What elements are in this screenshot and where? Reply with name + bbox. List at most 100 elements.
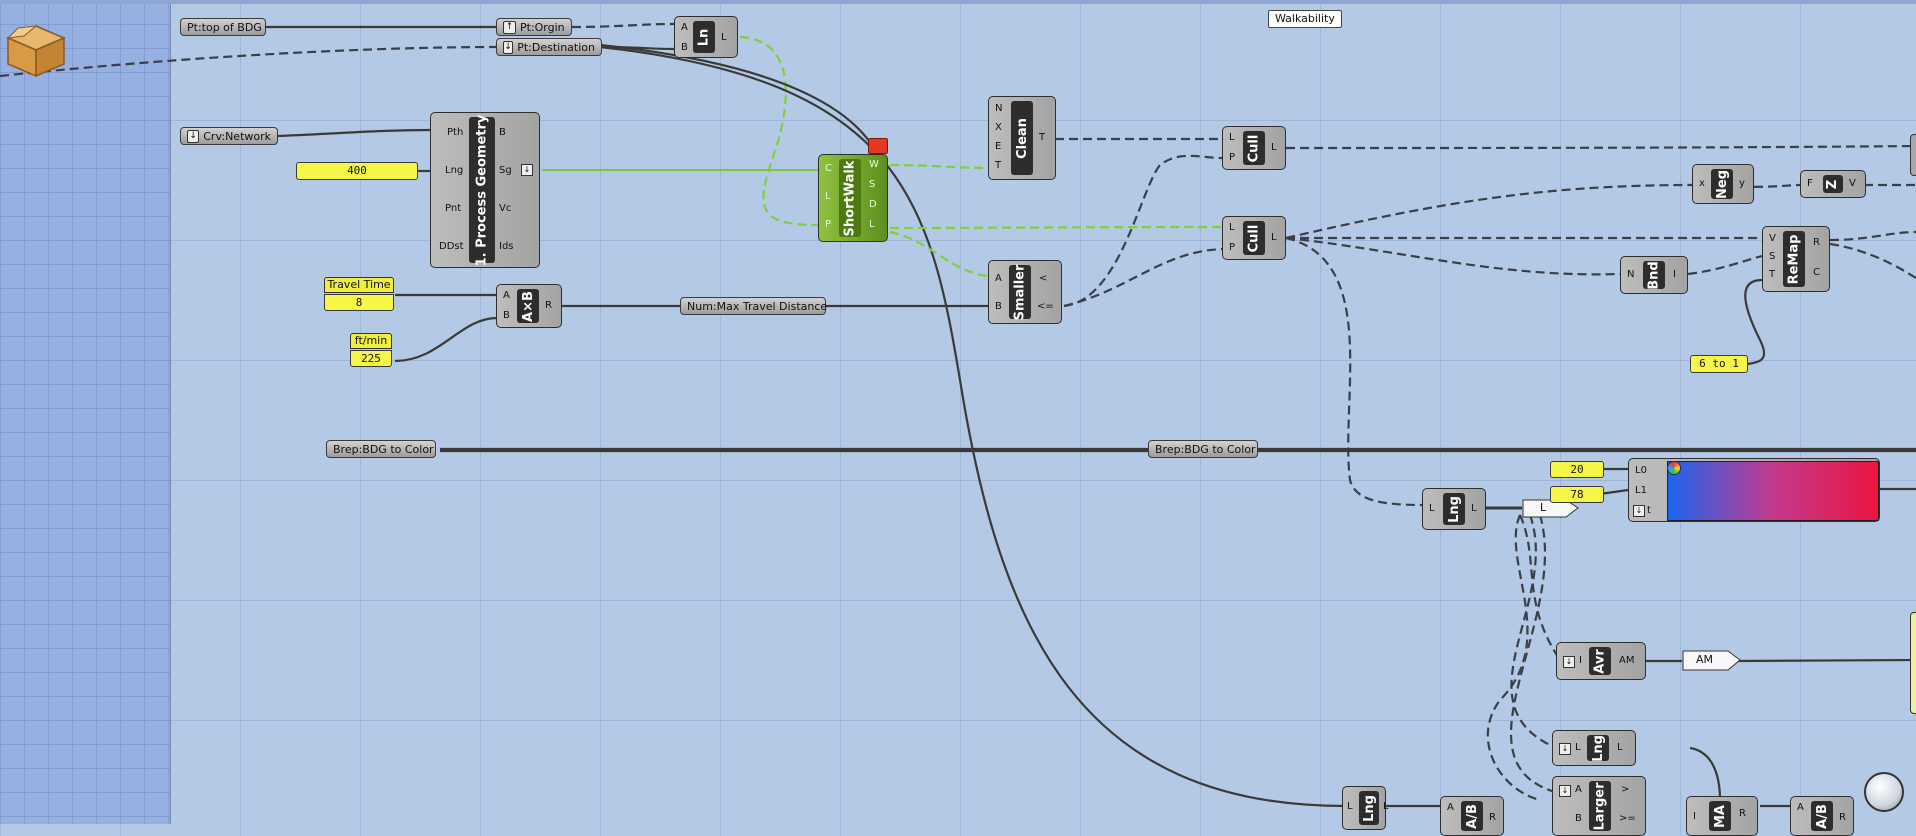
output-vc: Vc: [499, 203, 512, 214]
component-name: Clean: [1014, 117, 1030, 159]
input-p: P: [1229, 152, 1236, 163]
slider-travel-time[interactable]: 8: [324, 294, 394, 311]
output-r: R: [545, 300, 552, 311]
component-name: A/B: [1464, 803, 1480, 829]
component-clean[interactable]: N X E T Clean T: [988, 96, 1056, 180]
component-negative[interactable]: x Neg y: [1692, 164, 1754, 204]
input-b: B: [1575, 813, 1582, 824]
component-body: ReMap: [1783, 231, 1805, 287]
component-gradient[interactable]: L0 L1 t ↓: [1628, 458, 1880, 522]
input-a: A: [1575, 784, 1582, 795]
slider-l1[interactable]: 78: [1550, 486, 1604, 503]
component-name: Ln: [696, 28, 712, 46]
input-l0: L0: [1635, 465, 1647, 476]
component-name: 1. Process Geometry: [474, 114, 490, 266]
param-pt-origin[interactable]: ↑Pt:Orgin: [496, 18, 572, 36]
component-fz[interactable]: F Z V: [1800, 170, 1866, 198]
param-label: Pt:Orgin: [520, 20, 565, 34]
param-label: Brep:BDG to Color: [1155, 442, 1256, 456]
component-body: 1. Process Geometry: [469, 114, 495, 266]
component-process-geometry[interactable]: Pth Lng Pnt DDst 1. Process Geometry B S…: [430, 112, 540, 268]
component-body: Ln: [693, 21, 715, 53]
slider-remap-range[interactable]: 6 to 1: [1690, 355, 1748, 373]
param-pt-destination[interactable]: ↓Pt:Destination: [496, 38, 602, 56]
component-name: Neg: [1714, 169, 1730, 199]
component-multiplication[interactable]: A B A×B R: [496, 284, 562, 328]
input-p: P: [1229, 242, 1236, 253]
component-length-low[interactable]: ↓ L Lng L: [1552, 730, 1636, 766]
param-pt-top-of-bdg[interactable]: Pt:top of BDG: [180, 18, 266, 36]
component-name: Cull: [1246, 224, 1262, 252]
offscreen-component-edge: [1910, 134, 1916, 176]
component-name: A/B: [1814, 803, 1830, 829]
output-l: L: [1471, 503, 1477, 514]
component-name: ReMap: [1786, 234, 1802, 284]
component-division-b[interactable]: A A/B R: [1790, 796, 1854, 836]
slider-ftmin[interactable]: 225: [350, 350, 392, 367]
input-a: A: [681, 22, 688, 33]
param-label: Pt:top of BDG: [187, 20, 262, 34]
output-t: T: [1039, 132, 1046, 143]
param-brep-bdg-to-color-b[interactable]: Brep:BDG to Color: [1148, 440, 1258, 458]
panel-text: AM: [1696, 653, 1714, 666]
component-name: MA: [1712, 804, 1728, 828]
component-bounds[interactable]: N Bnd I: [1620, 256, 1688, 294]
group-tag-walkability[interactable]: Walkability: [1268, 10, 1342, 28]
input-n: N: [995, 103, 1003, 114]
output-l: L: [1617, 742, 1623, 753]
relay-panel-am[interactable]: AM: [1682, 650, 1741, 671]
component-name: Smaller: [1012, 264, 1028, 320]
slider-l0[interactable]: 20: [1550, 461, 1604, 478]
component-name: Lng: [1361, 794, 1377, 822]
cardboard-box-icon[interactable]: [4, 22, 68, 78]
arrow-down-icon: ↓: [1559, 785, 1571, 797]
input-l: L: [1429, 503, 1435, 514]
component-length-bottom[interactable]: L Lng L: [1342, 786, 1389, 830]
param-label: Brep:BDG to Color: [333, 442, 434, 456]
param-brep-bdg-to-color-a[interactable]: Brep:BDG to Color: [326, 440, 436, 458]
component-cull-mid[interactable]: L P Cull L: [1222, 216, 1286, 260]
component-body: Larger: [1589, 781, 1611, 831]
component-body: Neg: [1711, 169, 1733, 199]
component-name: ShortWalk: [842, 160, 858, 236]
component-body: Z: [1823, 175, 1843, 193]
component-body: Clean: [1011, 101, 1033, 175]
color-wheel-icon: [1667, 461, 1681, 475]
component-average[interactable]: ↓ I Avr AM: [1556, 642, 1646, 680]
input-pth: Pth: [447, 127, 464, 138]
input-l: L: [1229, 132, 1235, 143]
component-body: A×B: [517, 289, 539, 323]
arrow-down-icon: ↓: [1559, 743, 1571, 755]
param-label: Num:Max Travel Distance: [687, 299, 828, 313]
component-mass-addition[interactable]: I MA R: [1686, 796, 1758, 836]
dial-knob-icon[interactable]: [1864, 772, 1904, 812]
param-crv-network[interactable]: ↓Crv:Network: [180, 127, 278, 145]
component-larger[interactable]: ↓ A B Larger > >=: [1552, 776, 1646, 836]
output-l: L: [1271, 232, 1277, 243]
component-body: Avr: [1589, 647, 1611, 675]
arrow-down-icon: ↓: [521, 164, 533, 176]
input-pnt: Pnt: [445, 203, 462, 214]
param-num-max-travel-distance[interactable]: Num:Max Travel Distance: [680, 297, 828, 315]
component-body: Smaller: [1009, 264, 1031, 320]
component-smaller[interactable]: A B Smaller < <=: [988, 260, 1062, 324]
param-label: Pt:Destination: [517, 40, 595, 54]
slider-network-value[interactable]: 400: [296, 162, 418, 180]
gradient-swatch[interactable]: [1667, 461, 1879, 521]
component-division-a[interactable]: A A/B R: [1440, 796, 1504, 836]
component-remap[interactable]: V S T ReMap R C: [1762, 226, 1830, 292]
output-v: V: [1849, 178, 1856, 189]
output-s: S: [869, 179, 876, 190]
component-cull-top[interactable]: L P Cull L: [1222, 126, 1286, 170]
input-v: V: [1769, 233, 1776, 244]
component-shortwalk[interactable]: C L P ShortWalk W S D L: [818, 154, 888, 242]
output-gte: >=: [1619, 813, 1636, 824]
output-gt: >: [1621, 784, 1630, 795]
component-name: Avr: [1592, 648, 1608, 674]
arrow-down-icon: ↓: [503, 40, 514, 54]
input-l: L: [1575, 742, 1581, 753]
input-x: X: [995, 122, 1002, 133]
component-line[interactable]: A B Ln L: [674, 16, 738, 58]
component-length-mid[interactable]: L Lng L: [1422, 488, 1486, 530]
